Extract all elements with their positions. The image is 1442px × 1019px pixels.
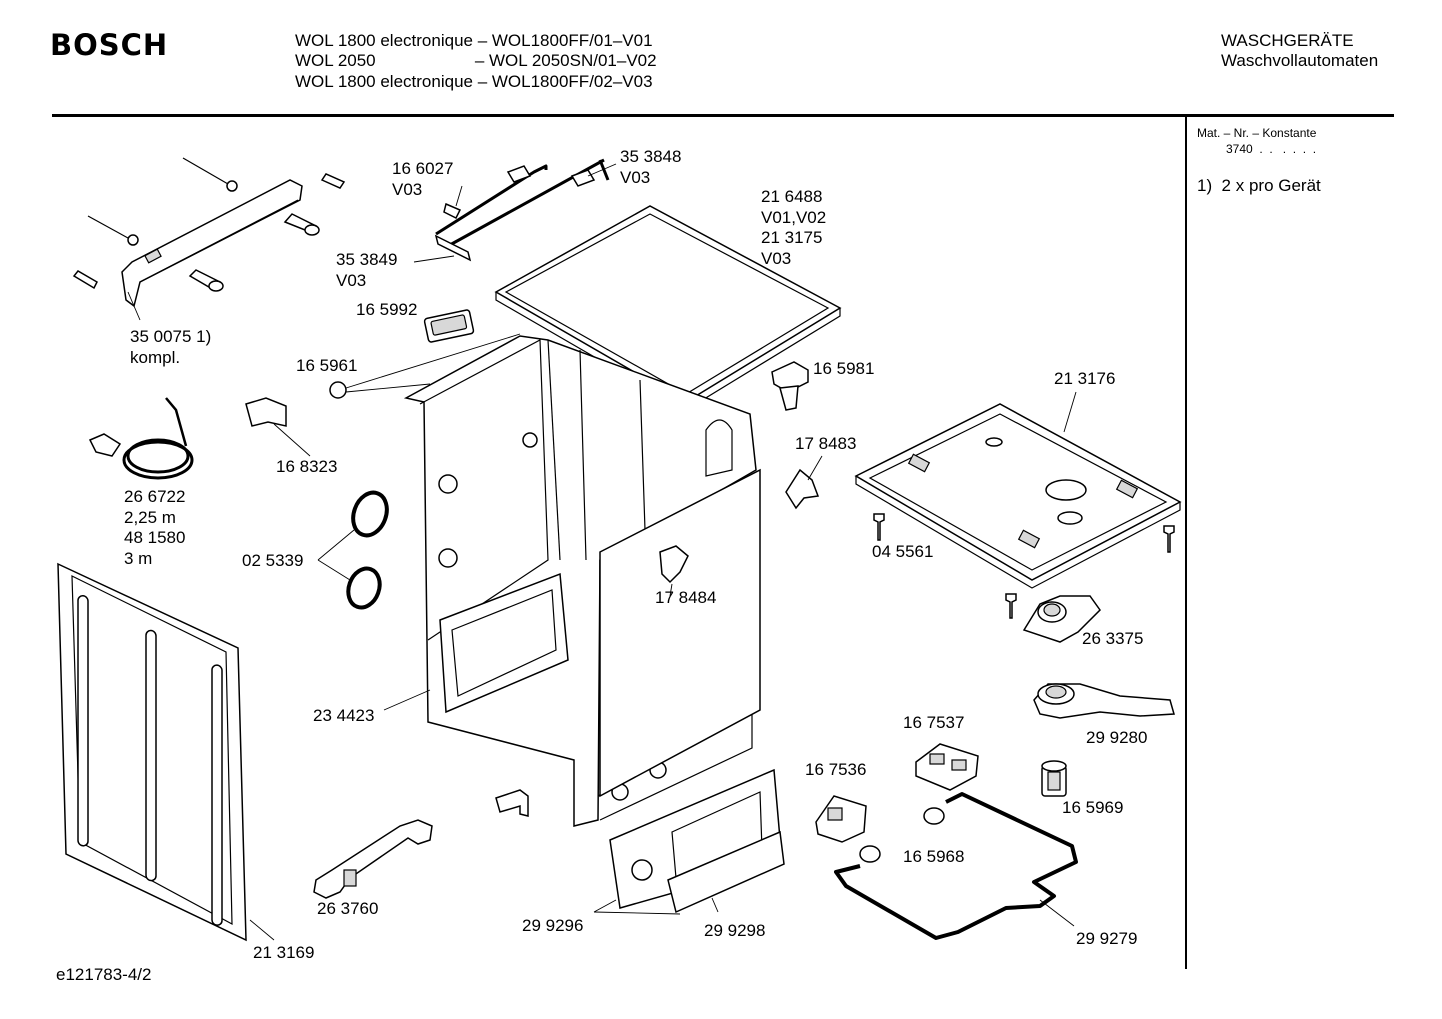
- leader-213176: [1063, 391, 1077, 433]
- part-234423-cabinet: [403, 335, 757, 827]
- part-165968-plug-b: [859, 845, 881, 863]
- leader-178483: [807, 455, 823, 481]
- part-299280-sump: [1033, 683, 1175, 719]
- sidebar-divider: [1185, 117, 1187, 969]
- part-167537-switch: [915, 743, 979, 791]
- leader-168323: [273, 423, 311, 457]
- label-166027: 16 6027 V03: [392, 159, 454, 199]
- label-167536: 16 7536: [805, 760, 867, 779]
- model-line-2: WOL 2050 – WOL 2050SN/01–V02: [295, 51, 657, 70]
- label-165981: 16 5981: [813, 359, 875, 378]
- part-178483-clip: [785, 468, 820, 510]
- leader-353849: [413, 255, 455, 263]
- model-line-3: WOL 1800 electronique – WOL1800FF/02–V03: [295, 72, 653, 91]
- part-165969-valve: [1041, 760, 1067, 797]
- part-025339-rings: [346, 490, 389, 610]
- label-299296: 29 9296: [522, 916, 584, 935]
- label-165969: 16 5969: [1062, 798, 1124, 817]
- part-299279-hose: [834, 792, 1078, 940]
- leader-025339: [317, 529, 355, 581]
- part-266722-cable: [88, 397, 194, 480]
- leader-178484: [669, 583, 673, 597]
- leader-299296: [593, 899, 681, 915]
- label-167537: 16 7537: [903, 713, 965, 732]
- label-263375: 26 3375: [1082, 629, 1144, 648]
- leader-299298: [711, 897, 719, 913]
- label-165992: 16 5992: [356, 300, 418, 319]
- label-216488: 21 6488 V01,V02 21 3175 V03: [761, 187, 827, 268]
- label-025339: 02 5339: [242, 551, 304, 570]
- label-168323: 16 8323: [276, 457, 338, 476]
- part-small-bracket: [495, 789, 529, 817]
- part-165968-plug-a: [923, 807, 945, 825]
- brand-logo: BOSCH: [50, 28, 169, 62]
- label-350075: 35 0075 1) kompl.: [130, 327, 212, 367]
- part-top-rods: [434, 158, 610, 262]
- leader-165961: [345, 333, 521, 393]
- part-167536-suppressor: [815, 795, 867, 843]
- part-213169-side-panel: [57, 562, 247, 942]
- label-178483: 17 8483: [795, 434, 857, 453]
- leader-213169: [249, 919, 275, 941]
- document-id: e121783-4/2: [56, 965, 152, 984]
- part-168323-clip: [245, 397, 287, 427]
- leader-299279: [1039, 899, 1075, 927]
- label-165961: 16 5961: [296, 356, 358, 375]
- part-299298-drawer: [667, 830, 785, 914]
- label-165968: 16 5968: [903, 847, 965, 866]
- label-266722: 26 6722 2,25 m 48 1580 3 m: [124, 487, 186, 568]
- label-234423: 23 4423: [313, 706, 375, 725]
- label-299298: 29 9298: [704, 921, 766, 940]
- part-263375-housing: [1022, 595, 1101, 643]
- label-263760: 26 3760: [317, 899, 379, 918]
- label-178484: 17 8484: [655, 588, 717, 607]
- leader-350075: [127, 291, 141, 321]
- category-subtitle: Waschvollautomaten: [1221, 51, 1379, 70]
- part-165981-knob: [771, 361, 809, 411]
- part-178484-clip: [659, 545, 689, 584]
- label-045561: 04 5561: [872, 542, 934, 561]
- leader-166027: [455, 185, 463, 207]
- label-299280: 29 9280: [1086, 728, 1148, 747]
- label-299279: 29 9279: [1076, 929, 1138, 948]
- mat-nr-label: Mat. – Nr. – Konstante: [1197, 126, 1317, 140]
- part-045561-screws: [873, 513, 1175, 619]
- mat-nr-value: 3740 . . . . . .: [1226, 142, 1317, 156]
- part-350075-bracket: [72, 157, 346, 308]
- model-line-1: WOL 1800 electronique – WOL1800FF/01–V01: [295, 31, 653, 50]
- label-353849: 35 3849 V03: [336, 250, 398, 290]
- category-title: WASCHGERÄTE: [1221, 31, 1354, 50]
- part-165961-grommet: [329, 381, 347, 399]
- part-213176-base: [854, 403, 1182, 589]
- leader-353848: [587, 163, 617, 177]
- part-front-panel: [599, 468, 761, 798]
- part-263760-spanner: [313, 819, 433, 899]
- leader-234423: [383, 689, 431, 711]
- header-divider: [52, 114, 1394, 117]
- footnote: 1) 2 x pro Gerät: [1197, 176, 1321, 195]
- label-213169: 21 3169: [253, 943, 315, 962]
- label-213176: 21 3176: [1054, 369, 1116, 388]
- label-353848: 35 3848 V03: [620, 147, 682, 187]
